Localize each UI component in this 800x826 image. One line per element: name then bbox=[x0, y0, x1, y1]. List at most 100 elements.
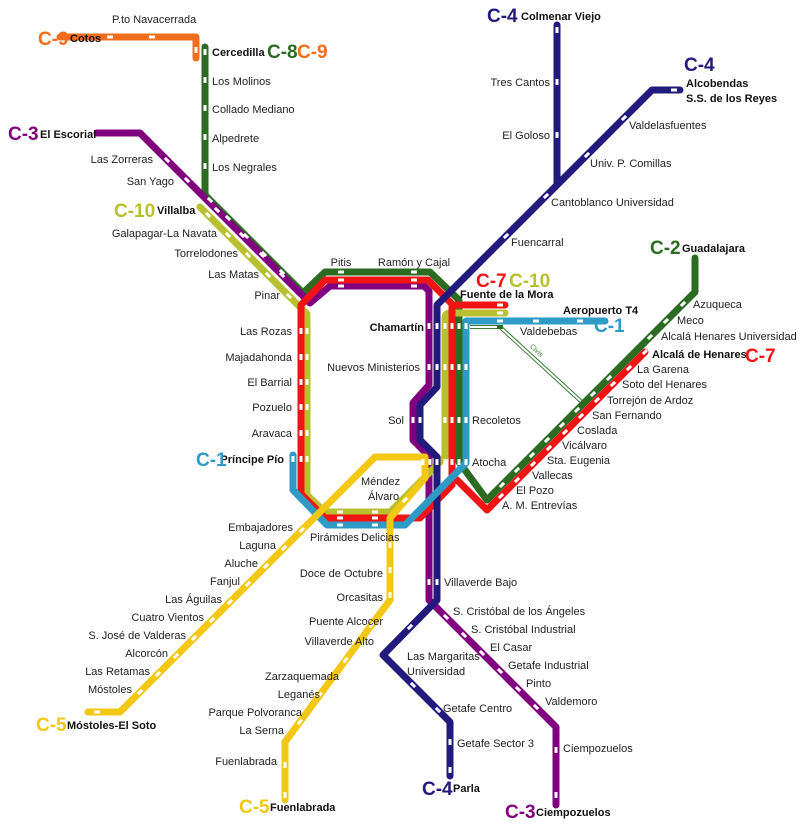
station-label-soto-henares: Soto del Henares bbox=[622, 379, 707, 391]
station-tick bbox=[278, 268, 286, 276]
station-tick bbox=[291, 456, 295, 462]
station-label-ciempozuelos-st: Ciempozuelos bbox=[563, 743, 633, 755]
civis-station-tick bbox=[497, 325, 503, 329]
station-label-aluche: Aluche bbox=[224, 558, 258, 570]
station-label-orcasitas: Orcasitas bbox=[337, 592, 384, 604]
station-label-mostoles: Móstoles bbox=[88, 684, 133, 696]
station-tick bbox=[305, 430, 309, 436]
station-tick bbox=[368, 621, 375, 629]
terminal-label-aeropuerto-t4: Aeropuerto T4 bbox=[563, 305, 639, 317]
station-tick bbox=[372, 510, 378, 514]
station-label-el-casar: El Casar bbox=[490, 642, 533, 654]
station-tick bbox=[338, 284, 344, 288]
station-label-universidad: Universidad bbox=[407, 666, 465, 678]
station-label-fanjul: Fanjul bbox=[210, 576, 240, 588]
station-label-villaverde-alto: Villaverde Alto bbox=[304, 636, 374, 648]
station-tick bbox=[172, 652, 180, 660]
station-label-embajadores: Embajadores bbox=[228, 522, 293, 534]
station-tick bbox=[555, 132, 559, 138]
station-tick bbox=[533, 319, 539, 323]
terminal-label-fuenlabrada: Fuenlabrada bbox=[270, 802, 336, 814]
station-tick bbox=[418, 417, 422, 423]
station-label-pitis: Pitis bbox=[331, 257, 352, 269]
station-tick bbox=[558, 421, 566, 429]
terminal-label-villalba: Villalba bbox=[157, 205, 196, 217]
station-tick bbox=[338, 278, 344, 282]
station-tick bbox=[342, 656, 349, 664]
station-tick bbox=[497, 311, 503, 315]
line-badge-c9: C-9 bbox=[297, 42, 328, 63]
station-label-nuevos-ministerios: Nuevos Ministerios bbox=[327, 362, 420, 374]
terminal-label-cercedilla: Cercedilla bbox=[212, 47, 265, 59]
station-label-sta-eugenia: Sta. Eugenia bbox=[547, 455, 611, 467]
line-c3-route bbox=[93, 129, 560, 809]
station-tick bbox=[442, 613, 450, 621]
line-badge-c4: C-4 bbox=[487, 6, 518, 27]
station-label-puente-alcocer: Puente Alcocer bbox=[309, 616, 383, 628]
station-tick bbox=[434, 706, 442, 714]
station-tick bbox=[411, 284, 417, 288]
terminal-label-cotos: Cotos bbox=[70, 33, 101, 45]
station-label-san-fernando: San Fernando bbox=[592, 410, 662, 422]
station-label-fuenlabrada-st: Fuenlabrada bbox=[215, 756, 278, 768]
terminal-label-principe-pio: Príncipe Pío bbox=[220, 454, 284, 466]
station-label-las-zorreras: Las Zorreras bbox=[91, 154, 154, 166]
station-tick bbox=[641, 348, 649, 356]
station-label-laguna: Laguna bbox=[239, 540, 277, 552]
station-label-getafe-industrial: Getafe Industrial bbox=[508, 660, 589, 672]
station-tick bbox=[299, 456, 303, 462]
station-tick bbox=[190, 634, 198, 642]
station-tick bbox=[283, 792, 287, 798]
station-tick bbox=[224, 214, 232, 222]
station-tick bbox=[299, 354, 303, 360]
station-label-el-barrial: El Barrial bbox=[247, 377, 292, 389]
station-label-pinto: Pinto bbox=[526, 678, 551, 690]
station-label-el-pozo: El Pozo bbox=[516, 485, 554, 497]
station-tick bbox=[435, 459, 439, 465]
station-label-los-molinos: Los Molinos bbox=[212, 76, 271, 88]
station-tick bbox=[264, 271, 272, 279]
line-badge-c10: C-10 bbox=[509, 271, 550, 292]
station-tick bbox=[203, 163, 207, 169]
station-tick bbox=[529, 460, 537, 468]
line-badge-c3: C-3 bbox=[505, 802, 536, 823]
station-label-la-serna: La Serna bbox=[239, 725, 285, 737]
station-tick bbox=[497, 303, 503, 307]
line-badge-c5: C-5 bbox=[239, 797, 270, 818]
station-tick bbox=[450, 323, 454, 329]
station-label-pinar: Pinar bbox=[254, 290, 280, 302]
station-label-cuatro-vientos: Cuatro Vientos bbox=[131, 612, 204, 624]
station-label-san-yago: San Yago bbox=[127, 176, 174, 188]
station-tick bbox=[464, 459, 468, 465]
station-tick bbox=[498, 481, 506, 489]
station-label-sol: Sol bbox=[388, 415, 404, 427]
station-tick bbox=[435, 323, 439, 329]
station-tick bbox=[149, 35, 155, 39]
station-label-puerto-navacerrada: P.to Navacerrada bbox=[112, 14, 197, 26]
station-tick bbox=[443, 459, 447, 465]
station-label-meco: Meco bbox=[677, 315, 704, 327]
station-tick bbox=[593, 396, 601, 404]
station-tick bbox=[299, 404, 303, 410]
station-tick bbox=[448, 739, 452, 745]
station-label-getafe-centro: Getafe Centro bbox=[443, 703, 512, 715]
civis-connector bbox=[470, 325, 587, 407]
line-badge-c5: C-5 bbox=[36, 715, 67, 736]
station-label-la-garena: La Garena bbox=[637, 364, 690, 376]
station-tick bbox=[542, 192, 550, 200]
station-tick bbox=[411, 417, 415, 423]
station-tick bbox=[401, 496, 409, 504]
station-tick bbox=[464, 364, 468, 370]
station-tick bbox=[242, 232, 250, 240]
line-badge-c2: C-2 bbox=[650, 238, 681, 259]
station-tick bbox=[224, 231, 232, 239]
station-tick bbox=[183, 176, 191, 184]
station-tick bbox=[338, 270, 344, 274]
station-tick bbox=[107, 35, 113, 39]
station-tick bbox=[305, 328, 309, 334]
station-label-entrevias: A. M. Entrevías bbox=[502, 500, 578, 512]
station-label-san-jose-valderas: S. José de Valderas bbox=[88, 630, 186, 642]
station-tick bbox=[605, 374, 613, 382]
station-label-las-matas: Las Matas bbox=[208, 269, 259, 281]
station-tick bbox=[372, 516, 378, 520]
